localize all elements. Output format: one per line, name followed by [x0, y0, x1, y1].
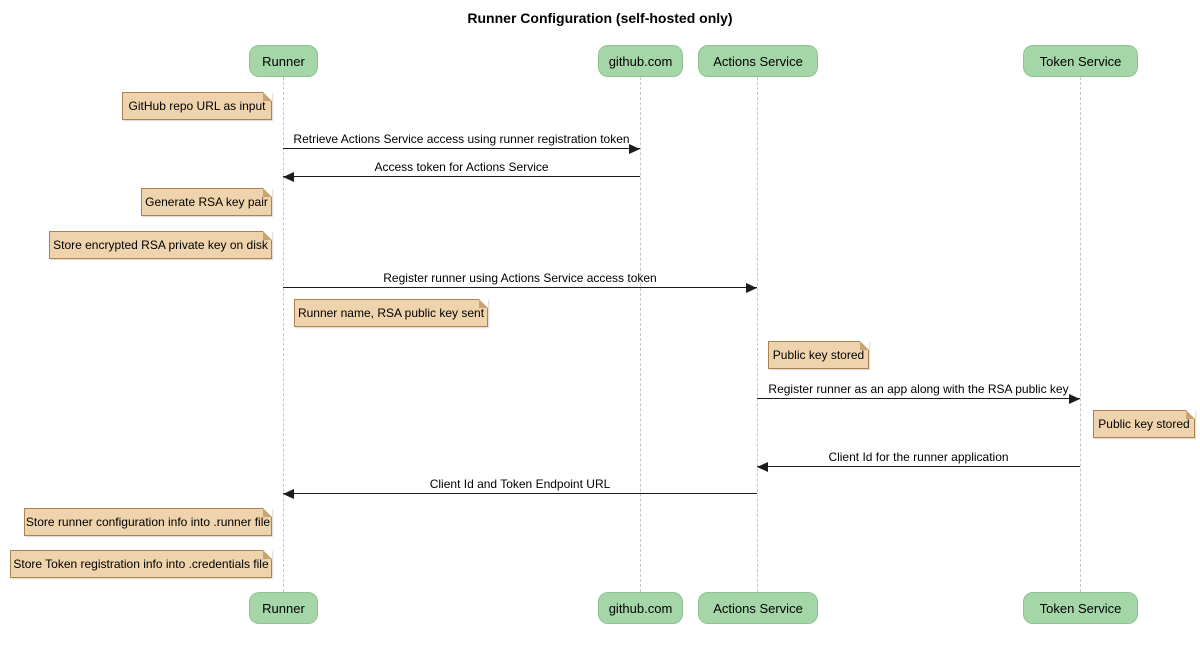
message: Access token for Actions Service: [283, 160, 640, 182]
note-text: Store runner configuration info into .ru…: [25, 515, 271, 529]
note-text: Generate RSA key pair: [145, 195, 268, 209]
note: GitHub repo URL as input: [122, 92, 272, 120]
note-fold-icon: [263, 508, 272, 517]
note-fold-icon: [479, 299, 488, 308]
message-arrow: [283, 489, 757, 499]
message-label: Client Id for the runner application: [828, 450, 1009, 464]
note: Store encrypted RSA private key on disk: [49, 231, 272, 259]
message: Register runner using Actions Service ac…: [283, 271, 757, 293]
message-arrow: [757, 462, 1080, 472]
note-fold-icon: [263, 92, 272, 101]
message-arrow: [757, 394, 1080, 404]
message: Client Id and Token Endpoint URL: [283, 477, 757, 499]
diagram-title: Runner Configuration (self-hosted only): [467, 10, 733, 26]
note-text: Public key stored: [1098, 417, 1190, 431]
participant-token-service-top: Token Service: [1023, 45, 1138, 77]
message: Client Id for the runner application: [757, 450, 1080, 472]
participant-runner-top: Runner: [249, 45, 318, 77]
note-text: Store Token registration info into .cred…: [13, 557, 269, 571]
note-fold-icon: [263, 231, 272, 240]
note-text: Public key stored: [772, 348, 865, 362]
participant-runner-bottom: Runner: [249, 592, 318, 624]
message-label: Client Id and Token Endpoint URL: [429, 477, 611, 491]
note: Generate RSA key pair: [141, 188, 272, 216]
message-arrow: [283, 172, 640, 182]
note: Store runner configuration info into .ru…: [24, 508, 272, 536]
note-text: Runner name, RSA public key sent: [297, 306, 485, 320]
participant-token-service-bottom: Token Service: [1023, 592, 1138, 624]
participant-actions-service-bottom: Actions Service: [698, 592, 818, 624]
message-label: Access token for Actions Service: [374, 160, 549, 174]
message-label: Retrieve Actions Service access using ru…: [293, 132, 630, 146]
lifeline-token-service: [1080, 77, 1081, 592]
lifeline-actions-service: [757, 77, 758, 592]
note-fold-icon: [263, 188, 272, 197]
note: Public key stored: [768, 341, 869, 369]
note-fold-icon: [263, 550, 272, 559]
note-text: GitHub repo URL as input: [128, 99, 266, 113]
message-label: Register runner as an app along with the…: [768, 382, 1069, 396]
note-fold-icon: [1186, 410, 1195, 419]
participant-actions-service-top: Actions Service: [698, 45, 818, 77]
note-fold-icon: [860, 341, 869, 350]
message-arrow: [283, 283, 757, 293]
message: Register runner as an app along with the…: [757, 382, 1080, 404]
lifeline-github: [640, 77, 641, 592]
message-label: Register runner using Actions Service ac…: [383, 271, 657, 285]
note: Store Token registration info into .cred…: [10, 550, 272, 578]
note: Public key stored: [1093, 410, 1195, 438]
note: Runner name, RSA public key sent: [294, 299, 488, 327]
message-arrow: [283, 144, 640, 154]
participant-github-top: github.com: [598, 45, 683, 77]
lifeline-runner: [283, 77, 284, 592]
participant-github-bottom: github.com: [598, 592, 683, 624]
message: Retrieve Actions Service access using ru…: [283, 132, 640, 154]
note-text: Store encrypted RSA private key on disk: [53, 238, 268, 252]
